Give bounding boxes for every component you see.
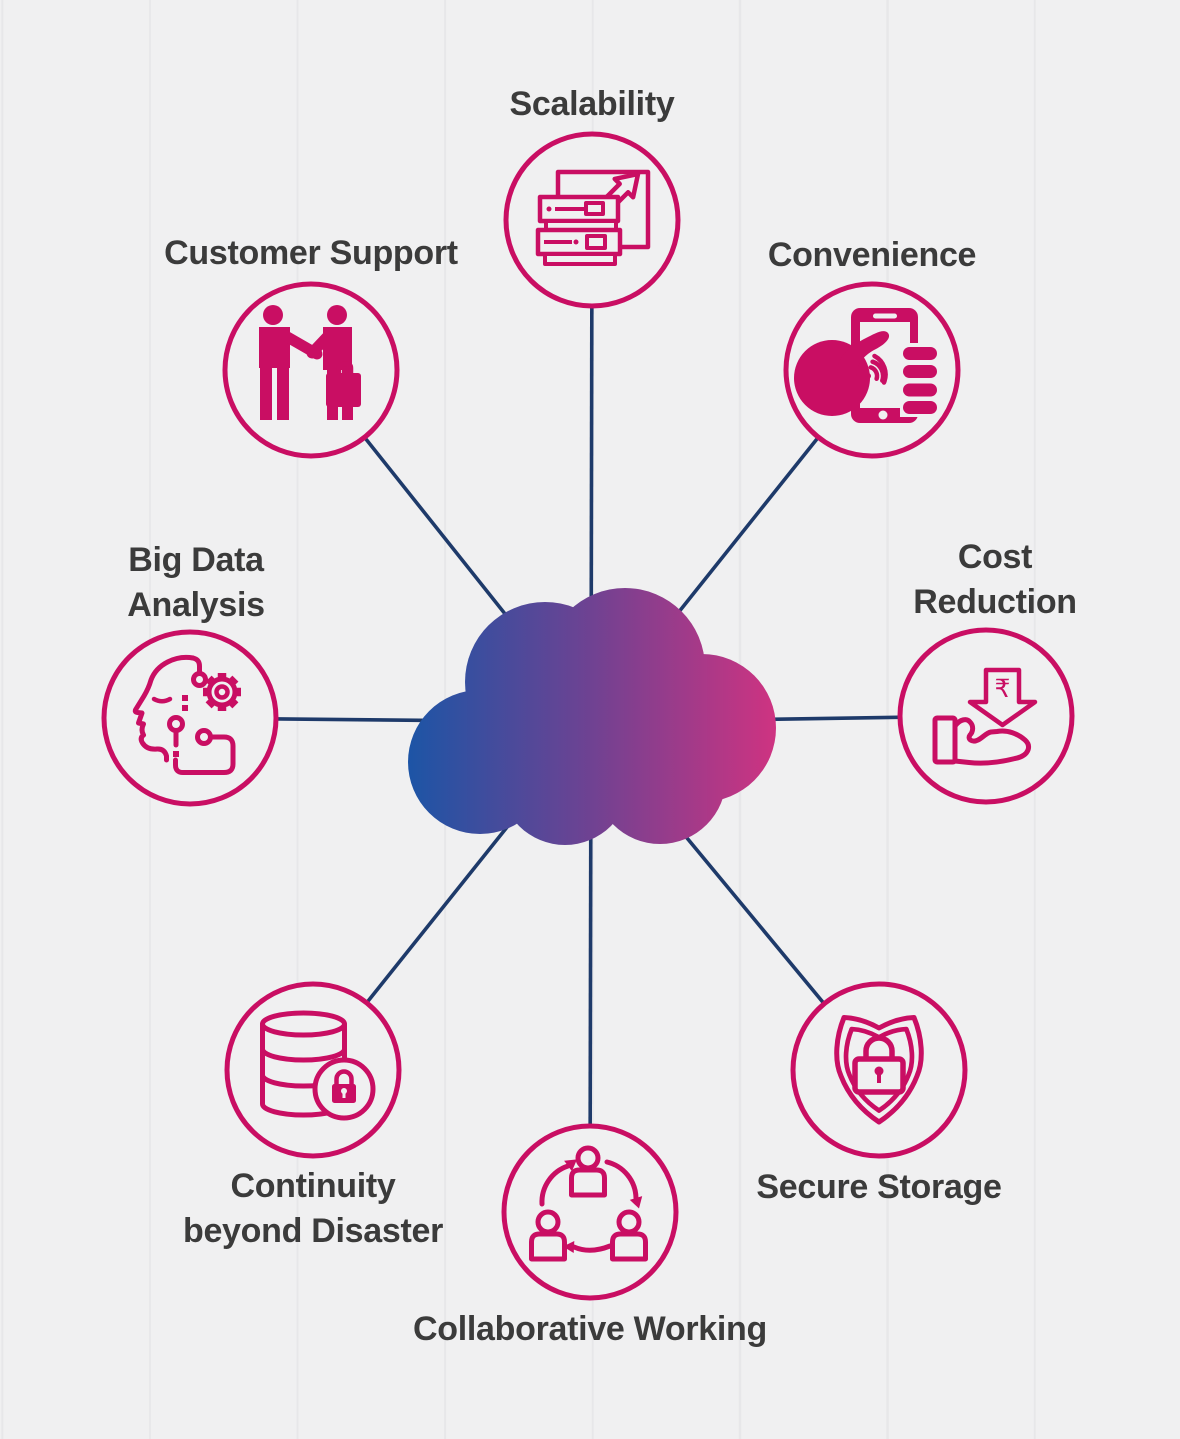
label-continuity-beyond-disaster: Continuity beyond Disaster xyxy=(183,1164,443,1254)
rupee-symbol: ₹ xyxy=(995,674,1011,703)
person-right xyxy=(610,1209,648,1262)
node-secure-storage xyxy=(790,981,968,1159)
cloud-icon xyxy=(408,588,776,845)
label-line-2: Analysis xyxy=(127,586,265,624)
database-lock-icon xyxy=(260,1010,376,1121)
shield-lock-icon xyxy=(834,1015,924,1125)
label-cost-reduction: Cost Reduction xyxy=(913,535,1077,625)
node-circle xyxy=(501,1123,679,1301)
label-scalability: Scalability xyxy=(509,85,675,123)
person-top xyxy=(569,1145,607,1198)
node-continuity-beyond-disaster xyxy=(224,981,402,1159)
servers-growth-arrow-icon xyxy=(535,169,651,266)
head-gear-ai-icon xyxy=(132,654,241,775)
node-circle xyxy=(222,281,400,459)
people-cycle-icon xyxy=(529,1145,648,1262)
label-line-1: Cost xyxy=(957,538,1033,576)
label-convenience: Convenience xyxy=(767,236,977,274)
label-line-1: Continuity xyxy=(230,1167,396,1205)
node-collaborative-working xyxy=(501,1123,679,1301)
label-line-1: Big Data xyxy=(128,541,264,579)
label-customer-support: Customer Support xyxy=(164,234,458,272)
node-scalability xyxy=(503,131,681,309)
label-secure-storage: Secure Storage xyxy=(756,1168,1002,1206)
rupee-arrow-hand-icon: ₹ xyxy=(932,667,1038,766)
handshake-people-icon xyxy=(259,305,361,420)
hand-holding-phone-icon xyxy=(794,308,938,423)
label-line-2: Reduction xyxy=(913,583,1077,621)
node-cost-reduction: ₹ xyxy=(897,627,1075,805)
person-left xyxy=(529,1209,567,1262)
wifi-signal-icon xyxy=(868,353,888,385)
node-big-data-analysis xyxy=(101,629,279,807)
node-customer-support xyxy=(222,281,400,459)
label-collaborative-working: Collaborative Working xyxy=(413,1310,767,1348)
node-circle xyxy=(224,981,402,1159)
node-convenience xyxy=(783,281,961,459)
label-line-2: beyond Disaster xyxy=(182,1212,444,1250)
label-big-data-analysis: Big Data Analysis xyxy=(127,538,265,628)
